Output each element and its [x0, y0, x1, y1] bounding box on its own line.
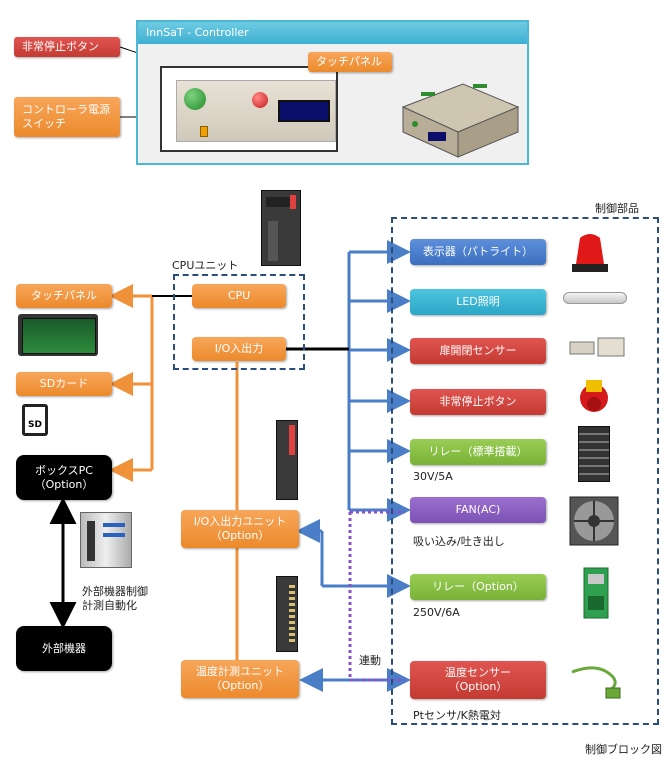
part-fan-box: FAN(AC) [410, 497, 546, 523]
part-temp-sensor-box: 温度センサー （Option） [410, 661, 546, 699]
relay-standard-icon [578, 426, 610, 482]
patlite-icon [572, 234, 608, 272]
estop-button-icon [580, 380, 608, 412]
temp-module-icon [276, 576, 298, 652]
led-light-icon [563, 292, 627, 304]
callout-emergency-stop: 非常停止ボタン [14, 37, 120, 57]
cpu-unit-group [173, 274, 305, 370]
external-control-note: 外部機器制御 計測自動化 [82, 585, 148, 612]
relay-option-note: 250V/6A [413, 606, 460, 619]
touch-panel-device-icon [18, 314, 98, 356]
part-emergency-stop-box: 非常停止ボタン [410, 389, 546, 415]
cpu-unit-label: CPUユニット [172, 259, 239, 272]
cpu-unit-module-icon [261, 190, 301, 266]
io-module-icon [276, 420, 298, 500]
external-device-box: 外部機器 [16, 626, 112, 671]
part-led-box: LED照明 [410, 289, 546, 315]
touch-screen-icon [278, 100, 330, 122]
door-sensor-icon [569, 337, 625, 357]
controller-title: InnSaT - Controller [138, 22, 527, 44]
box-pc-box: ボックスPC （Option） [16, 455, 112, 500]
cpu-box: CPU [192, 284, 286, 308]
io-unit-box: I/O入出力ユニット （Option） [181, 510, 299, 548]
sd-card-icon: SD [22, 404, 48, 436]
part-indicator-box: 表示器（パトライト） [410, 239, 546, 265]
touch-panel-box: タッチパネル [16, 284, 112, 308]
thermocouple-icon [571, 666, 621, 699]
box-pc-device-icon [80, 512, 132, 568]
control-parts-group [391, 217, 659, 725]
temp-unit-box: 温度計測ユニット （Option） [181, 660, 299, 698]
callout-touch-panel: タッチパネル [308, 52, 392, 72]
green-button-icon [184, 88, 206, 110]
callout-power-switch: コントローラ電源 スイッチ [14, 97, 120, 137]
fan-note: 吸い込み/吐き出し [413, 535, 505, 548]
diagram-caption: 制御ブロック図 [585, 743, 662, 756]
controller-front-panel [160, 66, 338, 152]
control-parts-title: 制御部品 [595, 202, 639, 215]
fan-icon [569, 496, 619, 546]
emergency-stop-icon [252, 92, 268, 108]
controller-box-3d-icon [401, 83, 520, 158]
part-door-sensor-box: 扉開閉センサー [410, 338, 546, 364]
power-switch-icon [200, 126, 208, 137]
io-box: I/O入出力 [192, 337, 286, 361]
controller-panel: InnSaT - Controller [136, 20, 529, 165]
temp-sensor-note: Ptセンサ/K熱電対 [413, 709, 501, 722]
part-relay-option-box: リレー（Option） [410, 574, 546, 600]
part-relay-standard-box: リレー（標準搭載） [410, 439, 546, 465]
sd-card-box: SDカード [16, 372, 112, 396]
relay-standard-note: 30V/5A [413, 470, 453, 483]
relay-option-icon [583, 567, 609, 619]
link-label: 連動 [359, 654, 381, 667]
